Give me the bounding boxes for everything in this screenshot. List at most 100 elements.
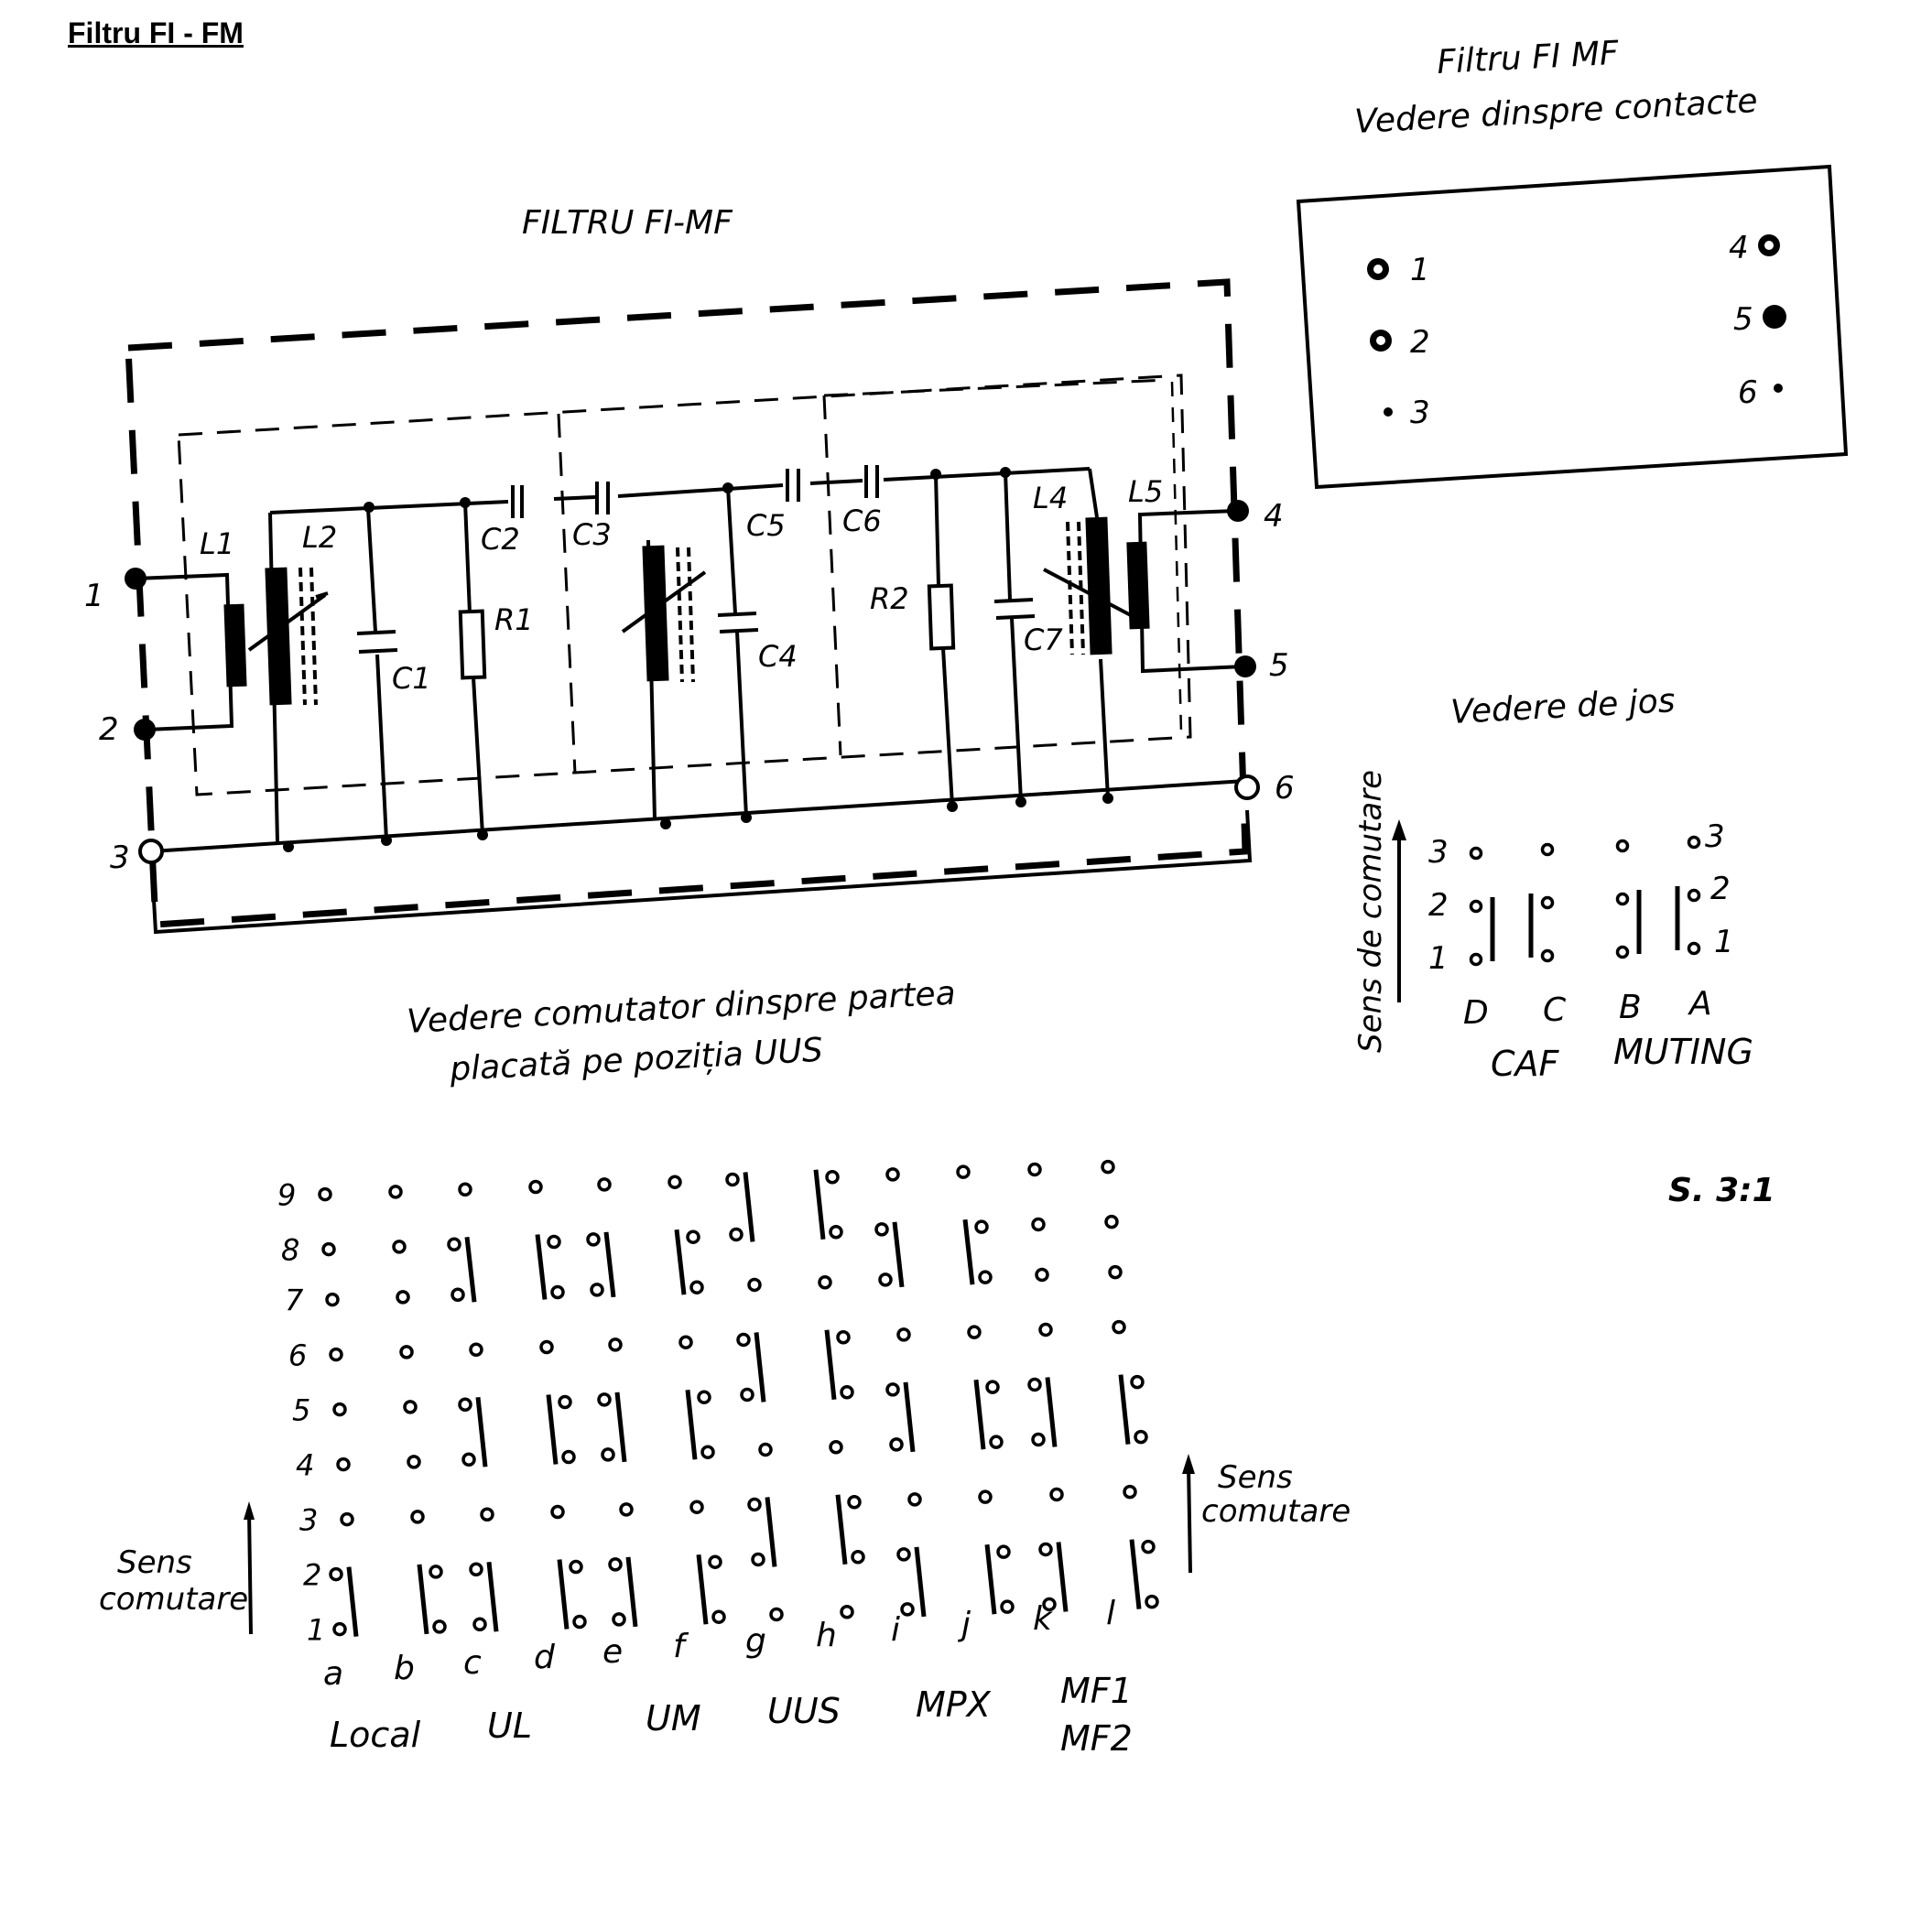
switch-bridge-e-5-4 xyxy=(614,1392,627,1463)
label-c1: C1 xyxy=(392,661,431,696)
schematic-title: FILTRU FI-MF xyxy=(522,204,733,242)
switch-contact-i-5 xyxy=(885,1382,900,1397)
switch-contact-k-3 xyxy=(1049,1487,1064,1502)
switch-contact-d-9 xyxy=(528,1179,543,1195)
switch-direction-left-arrowhead xyxy=(244,1501,255,1520)
contact-dot-5 xyxy=(1763,305,1786,329)
switch-bridge-g-6-5 xyxy=(754,1332,766,1403)
switch-bridge-j-8-7 xyxy=(962,1218,975,1285)
pin-3 xyxy=(138,839,164,864)
switch-row-label-6: 6 xyxy=(288,1338,307,1373)
c4-wire xyxy=(726,486,748,818)
switch-bridge-g-3-2 xyxy=(765,1497,777,1567)
switch-contact-e-7 xyxy=(590,1283,604,1297)
top-rail xyxy=(269,467,1091,514)
switch-row-label-5: 5 xyxy=(292,1393,310,1428)
switch-direction-right-2: comutare xyxy=(1201,1493,1351,1530)
bottom-col-b: B xyxy=(1619,989,1642,1026)
switch-contact-g-9 xyxy=(725,1172,740,1187)
switch-bridge-j-2-1 xyxy=(984,1543,997,1615)
label-l5: L5 xyxy=(1128,474,1163,509)
switch-contact-b-1 xyxy=(432,1619,447,1634)
switch-direction-right-arrowhead xyxy=(1182,1454,1195,1474)
switch-contact-d-6 xyxy=(539,1339,554,1355)
switch-contact-c-1 xyxy=(472,1617,487,1631)
switch-contact-a-3 xyxy=(340,1511,354,1527)
pin-label-3: 3 xyxy=(110,839,130,876)
switch-contact-d-1 xyxy=(572,1614,587,1630)
switch-contact-g-4 xyxy=(758,1442,773,1457)
switch-contact-g-8 xyxy=(729,1227,743,1242)
switch-contact-b-6 xyxy=(399,1345,414,1359)
switch-contact-e-3 xyxy=(619,1502,634,1517)
switch-col-label-i: i xyxy=(891,1611,900,1649)
switch-row-label-8: 8 xyxy=(281,1233,299,1268)
label-l2: L2 xyxy=(302,520,337,555)
switch-contact-f-1 xyxy=(711,1609,726,1624)
switch-contact-f-3 xyxy=(689,1500,704,1514)
switch-bridge-d-8-7 xyxy=(535,1234,548,1300)
bottom-contact-C-1 xyxy=(1540,948,1555,963)
l2-core xyxy=(298,567,318,706)
bottom-contact-A-1 xyxy=(1687,941,1701,956)
inductor-l3 xyxy=(642,545,669,682)
bottom-contact-C-2 xyxy=(1540,895,1555,910)
switch-contact-d-5 xyxy=(558,1394,572,1410)
switch-contact-b-9 xyxy=(388,1185,403,1199)
switch-contact-c-8 xyxy=(447,1237,461,1251)
switch-contact-j-5 xyxy=(985,1380,1000,1394)
bottom-contact-D-2 xyxy=(1469,899,1483,914)
switch-direction-right-arrow xyxy=(1187,1464,1192,1574)
capacitor-c7 xyxy=(993,598,1036,620)
group-local: Local xyxy=(330,1715,421,1755)
switch-col-label-l: l xyxy=(1106,1595,1115,1632)
switch-contact-d-8 xyxy=(547,1234,561,1250)
contact-view-title-1: Filtru FI MF xyxy=(1436,35,1621,81)
switch-contact-g-2 xyxy=(751,1552,765,1567)
c7-wire xyxy=(1004,471,1023,802)
switch-view-title-2: placată pe poziția UUS xyxy=(448,1032,823,1088)
r2-wire xyxy=(934,473,954,807)
switch-contact-l-3 xyxy=(1123,1484,1137,1500)
switch-contact-h-8 xyxy=(829,1224,843,1240)
switch-col-label-b: b xyxy=(394,1650,415,1687)
ground-bus xyxy=(150,779,1246,853)
group-ul: UL xyxy=(487,1706,532,1746)
ground-loop xyxy=(149,809,1253,935)
shield-right-inner xyxy=(1170,381,1183,733)
switch-contact-b-2 xyxy=(429,1565,443,1579)
label-c3: C3 xyxy=(572,517,612,552)
label-c4: C4 xyxy=(758,639,798,674)
switch-contact-i-2 xyxy=(896,1547,911,1562)
switch-contact-e-9 xyxy=(597,1177,612,1192)
contact-label-1: 1 xyxy=(1410,252,1430,288)
bottom-row-3-right: 3 xyxy=(1705,818,1725,855)
contact-label-4: 4 xyxy=(1729,230,1749,266)
l3-core xyxy=(676,547,695,683)
pin-label-6: 6 xyxy=(1275,770,1295,807)
switch-contact-k-5 xyxy=(1027,1377,1042,1392)
switch-col-label-c: c xyxy=(463,1644,482,1682)
shield-divider-2 xyxy=(822,395,842,756)
switch-contact-j-3 xyxy=(978,1489,993,1504)
switch-contact-c-5 xyxy=(458,1397,472,1412)
label-c2: C2 xyxy=(481,522,520,557)
switch-bridge-e-2-1 xyxy=(625,1556,638,1628)
group-mpx: MPX xyxy=(916,1684,992,1725)
switch-contact-h-2 xyxy=(851,1549,865,1565)
switch-contact-g-5 xyxy=(740,1387,754,1403)
bottom-group-muting: MUTING xyxy=(1613,1032,1753,1072)
switch-contact-j-6 xyxy=(967,1325,982,1339)
l3-tuning-arrow xyxy=(621,570,707,634)
pin-label-5: 5 xyxy=(1269,647,1289,684)
switch-contact-c-9 xyxy=(458,1182,472,1197)
page-header: Filtru FI - FM xyxy=(68,16,244,49)
switch-col-label-g: g xyxy=(745,1622,766,1660)
bottom-view-direction: Sens de comutare xyxy=(1352,770,1389,1053)
switch-contact-f-8 xyxy=(686,1229,700,1244)
switch-contact-l-6 xyxy=(1112,1319,1126,1335)
switch-col-label-a: a xyxy=(323,1655,343,1693)
switch-contact-d-3 xyxy=(550,1504,565,1520)
